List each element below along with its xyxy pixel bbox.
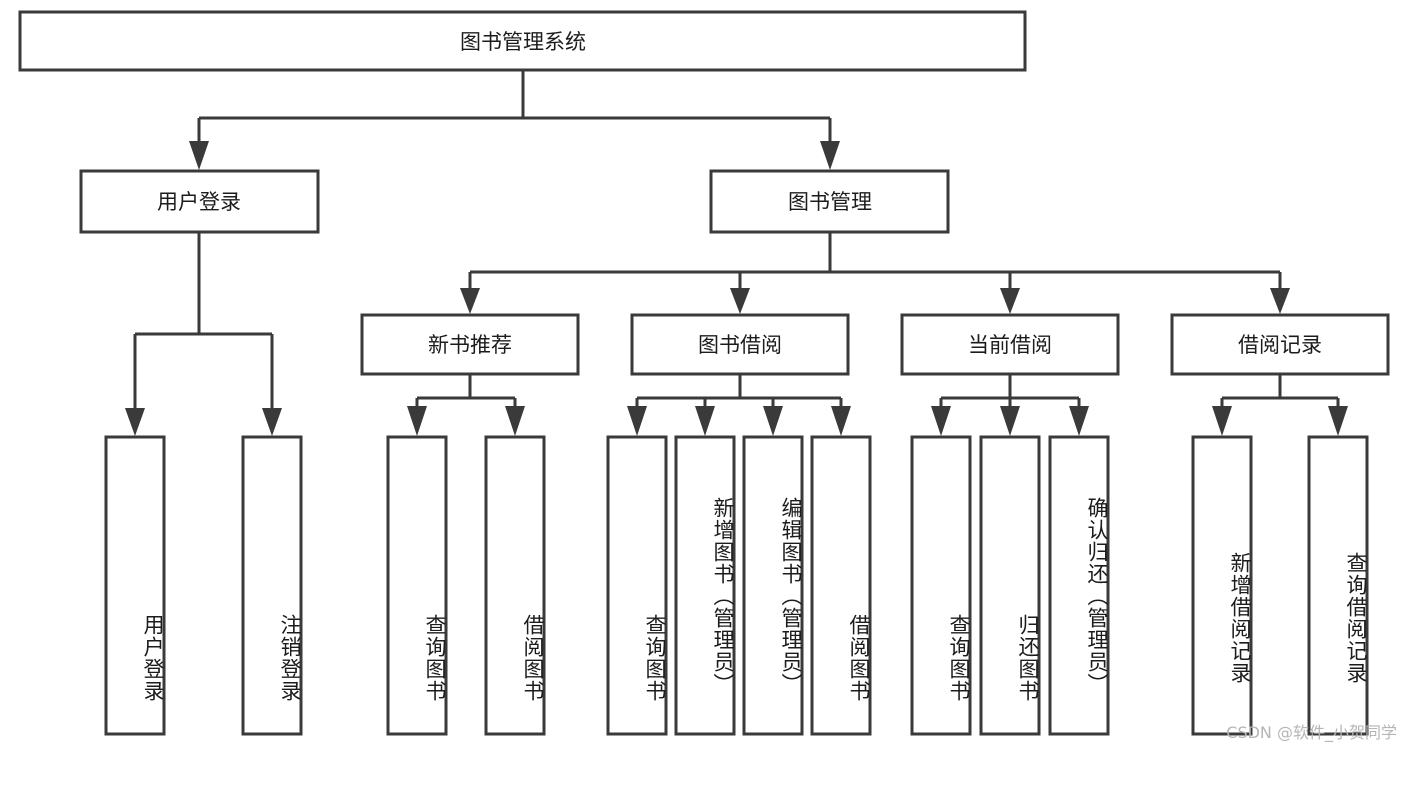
arrow-book-borrow-leaf-3 [763,406,783,436]
node-borrow-record[interactable]: 借阅记录 [1170,313,1390,376]
arrow-to-new-book-recommend [460,288,480,314]
arrow-borrow-record-leaf-1 [1212,406,1232,436]
leaf-box-current-borrow-2[interactable] [979,435,1041,736]
arrow-to-current-borrow [1000,288,1020,314]
arrow-current-borrow-leaf-2 [1000,406,1020,436]
leaf-box-borrow-record-2[interactable] [1307,435,1369,736]
leaf-box-new-book-1[interactable] [386,435,448,736]
node-root-system-label: 图书管理系统 [460,30,586,54]
node-book-manage[interactable]: 图书管理 [709,169,950,234]
arrow-book-borrow-leaf-4 [831,406,851,436]
node-borrow-record-box[interactable] [1170,313,1390,376]
leaf-box-book-borrow-1[interactable] [606,435,668,736]
node-user-login-box[interactable] [79,169,320,234]
arrow-to-borrow-record [1270,288,1290,314]
leaf-box-user-login-2[interactable] [241,435,303,736]
node-user-login[interactable]: 用户登录 [79,169,320,234]
node-borrow-record-label: 借阅记录 [1238,333,1322,357]
arrow-book-borrow-leaf-1 [627,406,647,436]
node-book-manage-box[interactable] [709,169,950,234]
leaf-box-user-login-1[interactable] [104,435,166,736]
leaf-box-book-borrow-4[interactable] [810,435,872,736]
arrow-to-book-borrow [730,288,750,314]
arrow-new-book-leaf-1 [407,406,427,436]
node-root-system[interactable]: 图书管理系统 [18,10,1027,72]
node-user-login-label: 用户登录 [157,190,241,214]
leaf-box-current-borrow-3[interactable] [1048,435,1110,736]
arrow-user-login-leaf-2 [262,408,282,436]
node-new-book-recommend[interactable]: 新书推荐 [360,313,580,376]
arrow-to-book-manage [820,141,840,170]
leaf-box-borrow-record-1[interactable] [1191,435,1253,736]
arrow-current-borrow-leaf-1 [931,406,951,436]
nodes: 图书管理系统 用户登录 图书管理 新书推荐 图书借阅 当前 [18,10,1390,736]
arrow-to-user-login [189,141,209,170]
leaf-box-book-borrow-2[interactable] [674,435,736,736]
node-new-book-recommend-label: 新书推荐 [428,333,512,357]
arrow-current-borrow-leaf-3 [1069,406,1089,436]
diagram-canvas: 图书管理系统 用户登录 图书管理 新书推荐 图书借阅 当前 [18,10,1390,736]
node-book-manage-label: 图书管理 [788,190,872,214]
node-new-book-recommend-box[interactable] [360,313,580,376]
node-current-borrow-label: 当前借阅 [968,333,1052,357]
node-current-borrow-box[interactable] [900,313,1120,376]
leaf-box-book-borrow-3[interactable] [742,435,804,736]
arrow-user-login-leaf-1 [125,408,145,436]
connectors [125,70,1348,436]
arrow-borrow-record-leaf-2 [1328,406,1348,436]
arrow-new-book-leaf-2 [505,406,525,436]
functional-structure-diagram: 图书管理系统 用户登录 图书管理 新书推荐 图书借阅 当前 [18,10,1397,742]
node-book-borrow[interactable]: 图书借阅 [630,313,850,376]
node-book-borrow-box[interactable] [630,313,850,376]
node-book-borrow-label: 图书借阅 [698,333,782,357]
node-current-borrow[interactable]: 当前借阅 [900,313,1120,376]
leaf-box-new-book-2[interactable] [484,435,546,736]
node-root-system-box[interactable] [18,10,1027,72]
arrow-book-borrow-leaf-2 [695,406,715,436]
leaf-box-current-borrow-1[interactable] [910,435,972,736]
csdn-watermark: CSDN @软件_小贺同学 [1226,723,1397,742]
